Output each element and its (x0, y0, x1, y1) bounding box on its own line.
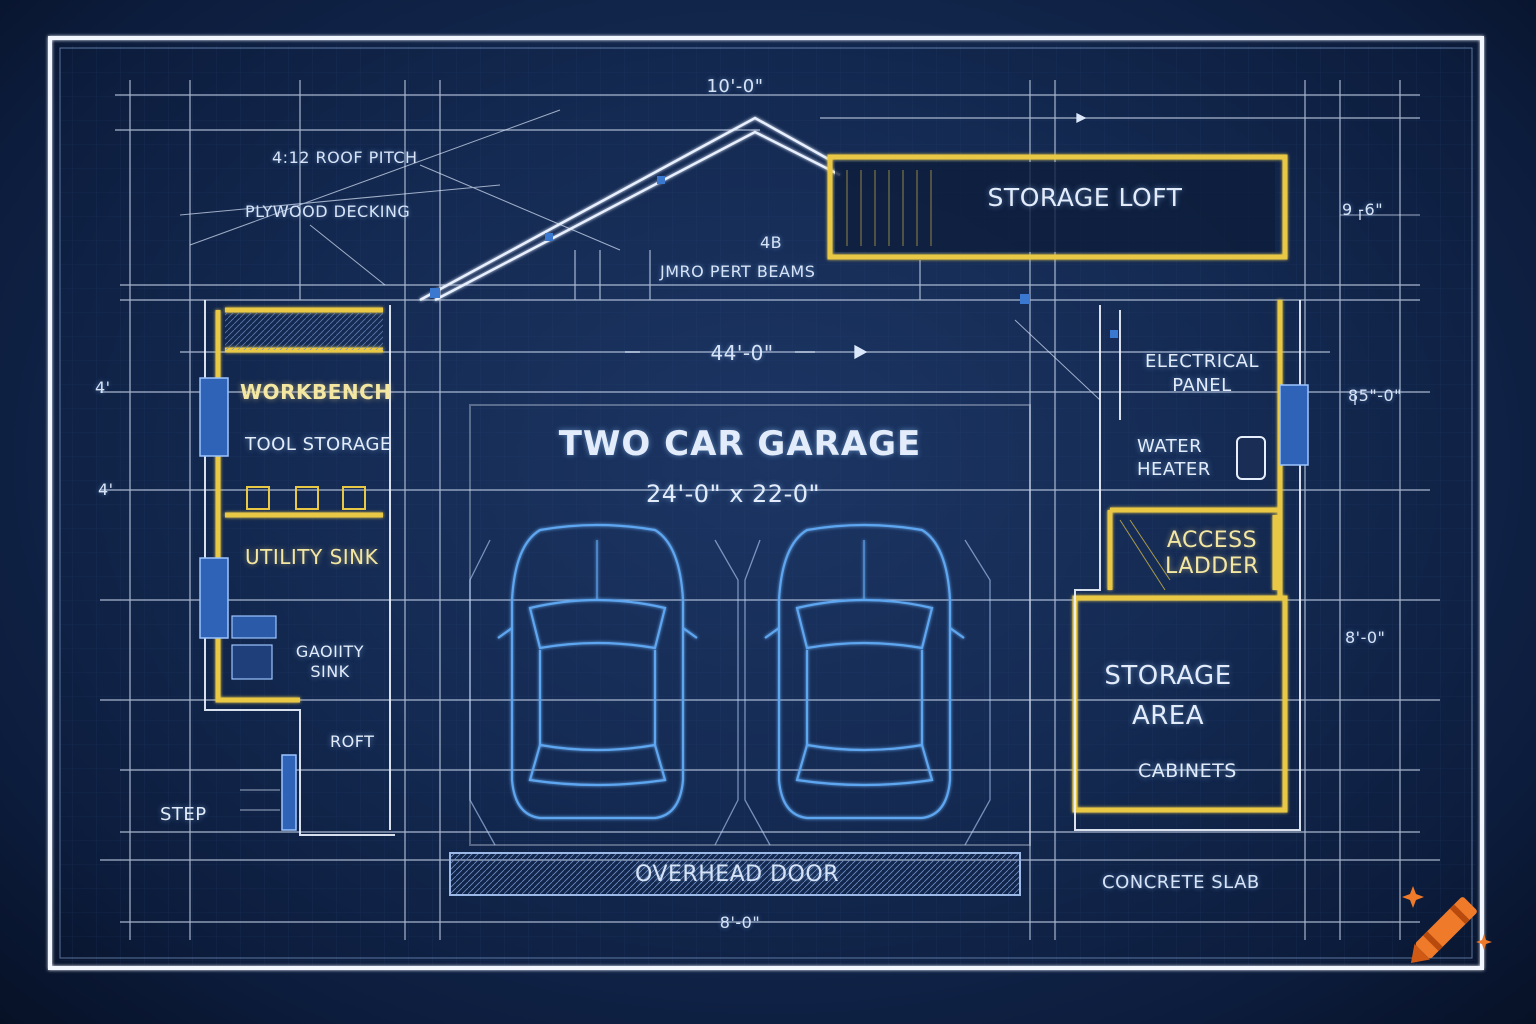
water-heater-fixture (1236, 436, 1266, 480)
parking-bays (469, 539, 991, 846)
label-workbench: WORKBENCH (240, 380, 392, 404)
label-water-heater: WATER HEATER (1137, 436, 1211, 480)
label-overhead-door: OVERHEAD DOOR (635, 862, 839, 887)
note-plywood-decking: PLYWOOD DECKING (245, 202, 411, 221)
inner-border (59, 47, 1473, 959)
overhead-door (449, 852, 1021, 896)
note-roof-pitch: 4:12 ROOF PITCH (272, 148, 418, 167)
label-utility-sink: UTILITY SINK (245, 545, 379, 569)
dim-left-b: 4' (98, 480, 114, 499)
leader-lines (179, 109, 1420, 401)
roof-gable (419, 116, 841, 302)
label-access-ladder: ACCESS LADDER (1165, 528, 1259, 579)
dim-left-a: 4' (95, 378, 111, 397)
note-beams-tag: 4B (760, 233, 783, 252)
label-concrete-slab: CONCRETE SLAB (1102, 872, 1260, 893)
car-left (497, 523, 698, 820)
label-storage-area: STORAGE AREA (1104, 661, 1232, 731)
dim-bottom: 8'-0" (719, 913, 761, 932)
label-step: STEP (160, 804, 207, 825)
crayon-icon (1402, 886, 1492, 964)
step-stairs (240, 769, 280, 811)
dimension-ticks (625, 112, 1361, 405)
dim-loft-right: 9 -6" (1342, 200, 1384, 219)
dim-right-lower: 8'-0" (1345, 628, 1386, 647)
label-cabinets: CABINETS (1138, 760, 1237, 782)
access-ladder-rungs (1119, 519, 1171, 591)
side-windows (199, 377, 1309, 831)
connector-nodes (430, 176, 1118, 338)
note-beams: JMRO PERT BEAMS (660, 262, 816, 281)
page-title: TWO CAR GARAGE (558, 424, 922, 464)
car-right (764, 523, 965, 820)
label-gaoiity-sink: GAOIITY SINK (295, 642, 365, 681)
label-roft: ROFT (330, 732, 375, 751)
dim-width: 44'-0" (710, 341, 774, 365)
workbench-shelf (225, 312, 383, 350)
dim-right-upper: 85"-0" (1348, 386, 1403, 405)
page-subtitle: 24'-0" x 22-0" (645, 480, 821, 508)
label-tool-storage: TOOL STORAGE (245, 434, 392, 455)
tool-storage-bins (246, 486, 366, 510)
dim-top: 10'-0" (706, 76, 764, 97)
label-storage-loft: STORAGE LOFT (987, 183, 1183, 212)
sheet-border (48, 36, 1484, 970)
utility-sink-fixture (231, 615, 277, 680)
construction-lines (100, 80, 1440, 940)
loft-joists (845, 170, 935, 246)
label-electrical-panel: ELECTRICAL PANEL (1144, 351, 1260, 396)
